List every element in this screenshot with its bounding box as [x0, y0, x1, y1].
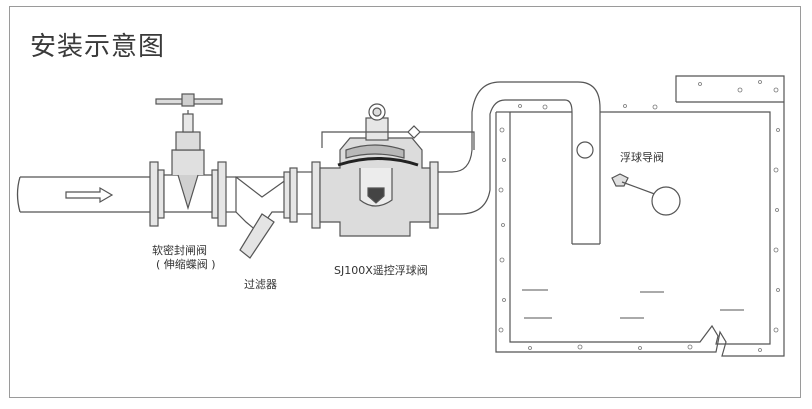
strainer	[235, 167, 298, 259]
gate-valve-label: 软密封闸阀	[152, 244, 207, 257]
float-pilot-label: 浮球导阀	[620, 151, 664, 164]
diagram-frame	[9, 6, 801, 398]
gate-valve	[149, 93, 227, 227]
gate-valve-alt-label: ( 伸缩蝶阀 )	[156, 258, 216, 271]
inlet-pipe	[16, 176, 150, 213]
float-pilot-valve	[576, 141, 681, 216]
strainer-label: 过滤器	[244, 278, 277, 291]
diagram-title: 安装示意图	[30, 32, 166, 62]
main-float-valve	[311, 103, 475, 237]
outlet-pipe	[438, 81, 601, 245]
tank-wall-texture	[498, 80, 780, 352]
flow-arrow-icon	[65, 186, 114, 204]
main-valve-label: SJ100X遥控浮球阀	[334, 264, 428, 277]
water-level-marks	[522, 289, 744, 319]
water-tank	[495, 75, 785, 357]
